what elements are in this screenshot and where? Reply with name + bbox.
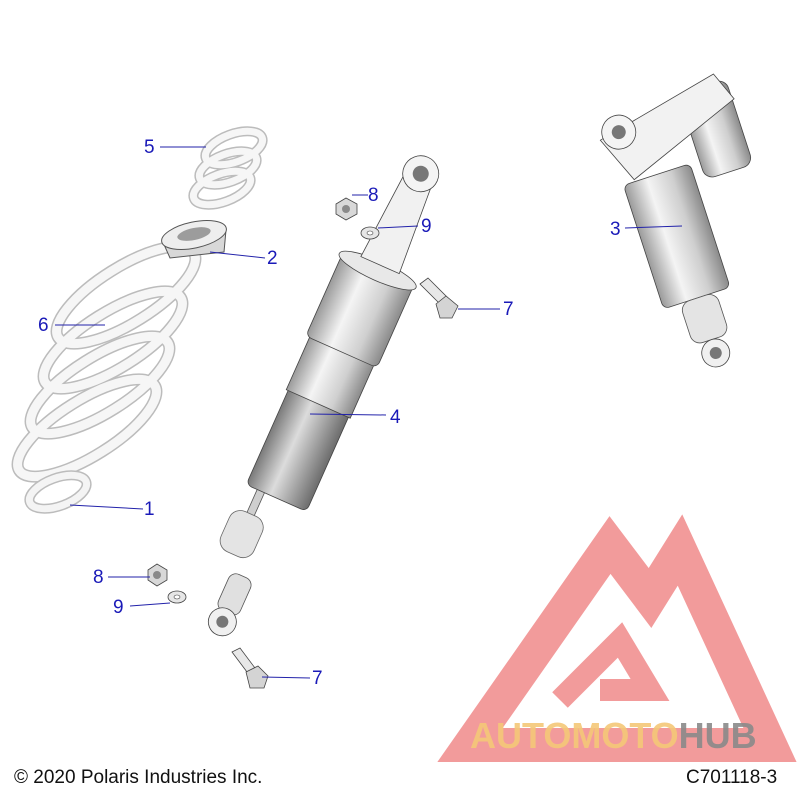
nut-part-bottom (147, 563, 168, 587)
watermark-text-suffix: HUB (678, 715, 757, 756)
callout-9-bottom: 9 (113, 597, 124, 618)
watermark-text: AUTOMOTOHUB (470, 718, 757, 754)
watermark-text-label: AUTOMOTOHUB (470, 715, 757, 756)
callout-8-bottom: 8 (93, 567, 104, 588)
leader-line-7-bottom (261, 676, 311, 679)
diagram-code: C701118-3 (686, 767, 778, 788)
leader-line-9-top (377, 225, 419, 229)
washer-part-bottom (167, 590, 187, 604)
bolt-part-top (419, 277, 459, 319)
leader-line-4 (309, 413, 387, 416)
nut-part-top (335, 197, 358, 221)
washer-part-top (360, 226, 380, 240)
coil-spring-part (11, 240, 202, 483)
callout-9-top: 9 (421, 216, 432, 237)
callout-4: 4 (390, 407, 401, 428)
callout-8-top: 8 (368, 185, 379, 206)
leader-line-1 (69, 504, 144, 510)
leader-line-3 (624, 225, 683, 229)
tender-spring-part (188, 126, 268, 210)
callout-2: 2 (267, 248, 278, 269)
copyright-notice: © 2020 Polaris Industries Inc. (14, 767, 263, 788)
shock-absorber-part (207, 155, 440, 637)
spring-retainer-part (161, 220, 227, 259)
leader-lines (55, 146, 683, 679)
assembled-shock-part (599, 73, 752, 368)
callout-7-top: 7 (503, 299, 514, 320)
callout-5: 5 (144, 137, 155, 158)
callout-7-bottom: 7 (312, 668, 323, 689)
callout-3: 3 (610, 219, 621, 240)
bolt-part-bottom (231, 647, 269, 689)
leader-line-2 (209, 251, 266, 259)
callout-1: 1 (144, 499, 155, 520)
spring-seat-part (24, 470, 92, 514)
leader-line-9-bottom (129, 602, 171, 607)
callout-6: 6 (38, 315, 49, 336)
watermark-logo (437, 514, 797, 762)
